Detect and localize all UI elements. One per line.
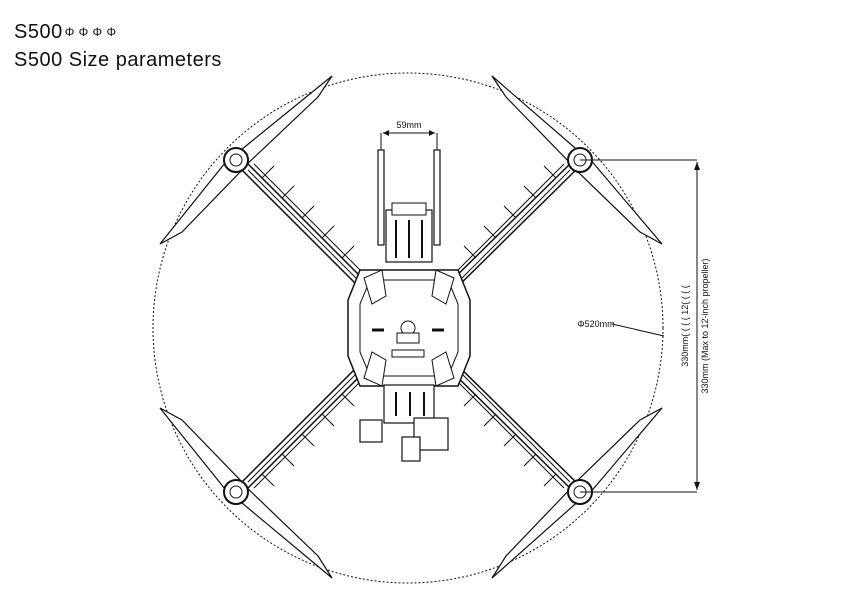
diameter-label: Φ520mm [577, 319, 614, 329]
top-width-label: 59mm [396, 120, 421, 130]
propellers [159, 75, 663, 579]
top-dimension: 59mm [380, 120, 438, 150]
center-frame [347, 269, 471, 387]
diameter-dimension: Φ520mm [577, 319, 665, 337]
vertical-dimension: 330mm( ( ( ( 12( ( ( ( 330mm (Max to 12-… [580, 159, 710, 493]
bottom-gimbal [359, 384, 449, 462]
arm-truss-details [247, 163, 571, 489]
title-en: S500 Size parameters [14, 49, 222, 71]
title-cn: S500 [14, 21, 63, 43]
outer-circle [152, 72, 664, 584]
vertical-label-right: 330mm (Max to 12-inch propeller) [700, 258, 710, 393]
vertical-label-left: 330mm( ( ( ( 12( ( ( ( [680, 285, 690, 367]
title-cn-suffix: Φ Φ Φ Φ [64, 25, 117, 39]
top-structure [377, 149, 441, 263]
